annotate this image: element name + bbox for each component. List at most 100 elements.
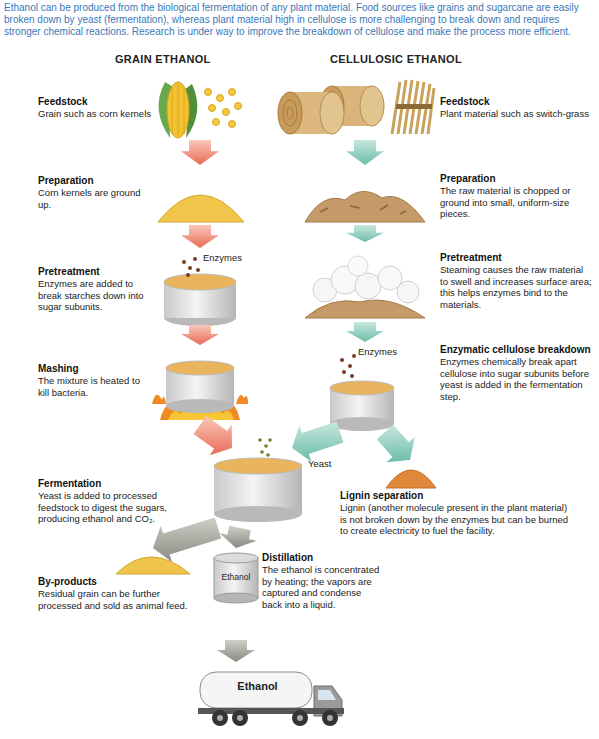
fermentation-tank — [214, 438, 302, 522]
bale-illustration — [278, 92, 302, 134]
corn-illustration — [213, 119, 220, 126]
flow-arrow — [346, 322, 384, 342]
flow-arrow — [194, 416, 232, 455]
flow-arrow — [346, 140, 384, 165]
step-heading: Mashing — [38, 363, 153, 375]
corn-illustration — [229, 89, 236, 96]
step-text: Ethanol — [205, 680, 310, 692]
flow-arrow — [377, 425, 415, 463]
step-heading: Pretreatment — [440, 252, 592, 264]
tanker-truck — [318, 690, 336, 700]
enzyme-tank — [342, 370, 346, 374]
tanker-truck — [200, 672, 312, 708]
fermentation-tank — [266, 453, 270, 457]
process-step: PretreatmentSteaming causes the raw mate… — [280, 242, 596, 322]
pretreatment-tank — [186, 273, 190, 277]
process-step: PreparationCorn kernels are ground up. — [38, 165, 260, 225]
chopped-material — [305, 191, 425, 222]
intro-caption: Ethanol can be produced from the biologi… — [4, 2, 594, 38]
ethanol-drum — [214, 593, 258, 603]
corn-illustration — [205, 89, 212, 96]
byproduct-pile — [116, 557, 190, 574]
tanker-truck — [327, 715, 333, 721]
mashing-tank — [152, 395, 248, 404]
steam-illustration — [397, 281, 419, 303]
pretreatment-tank — [188, 266, 192, 270]
process-step: Enzymatic cellulose breakdownEnzymes che… — [280, 342, 596, 432]
step-text: FeedstockGrain such as corn kernels — [38, 96, 153, 120]
process-step: MashingThe mixture is heated to kill bac… — [38, 345, 260, 425]
chopped-material — [305, 191, 425, 222]
pretreatment-tank — [164, 274, 236, 290]
step-heading: By-products — [38, 576, 188, 588]
callout-label: Enzymes — [203, 252, 242, 263]
flow-arrow — [292, 422, 344, 462]
callout-label: Yeast — [308, 458, 331, 469]
enzyme-tank — [348, 364, 352, 368]
steam-illustration — [305, 256, 425, 318]
corn-illustration — [167, 82, 189, 138]
pretreatment-tank — [196, 268, 200, 272]
flow-arrow — [346, 225, 384, 242]
step-heading: Distillation — [262, 552, 380, 564]
step-text: PretreatmentSteaming causes the raw mate… — [440, 252, 592, 310]
byproduct-pile — [116, 557, 190, 574]
corn-illustration — [159, 82, 242, 138]
step-text: Enzymatic cellulose breakdownEnzymes che… — [440, 344, 592, 402]
step-text: FermentationYeast is added to processed … — [38, 478, 188, 525]
process-step: FeedstockPlant material such as switch-g… — [280, 74, 596, 140]
process-step: FeedstockGrain such as corn kernels — [38, 74, 260, 140]
step-heading: Lignin separation — [340, 490, 570, 502]
flow-arrow — [181, 325, 219, 345]
step-text: DistillationThe ethanol is concentrated … — [262, 552, 380, 610]
bale-illustration — [396, 104, 432, 109]
ethanol-drum — [214, 553, 258, 563]
pretreatment-tank — [182, 260, 186, 264]
enzyme-tank — [352, 354, 356, 358]
ethanol-drum — [214, 553, 258, 603]
mashing-tank — [166, 361, 234, 375]
bale-illustration — [287, 107, 293, 119]
step-heading: Feedstock — [440, 96, 592, 108]
enzyme-tank — [350, 374, 354, 378]
enzyme-tank — [330, 381, 394, 395]
step-text: FeedstockPlant material such as switch-g… — [440, 96, 592, 120]
bale-illustration — [360, 86, 384, 126]
pretreatment-tank — [164, 257, 236, 326]
tanker-truck — [292, 710, 308, 726]
enzyme-tank — [340, 358, 344, 362]
step-body: Corn kernels are ground up. — [38, 187, 153, 210]
step-body: Plant material such as switch-grass — [440, 108, 592, 120]
tanker-truck — [212, 710, 228, 726]
fermentation-tank — [264, 444, 268, 448]
tanker-truck — [217, 715, 223, 721]
step-body: Steaming causes the raw material to swel… — [440, 264, 592, 310]
step-text: By-productsResidual grain can be further… — [38, 576, 188, 611]
step-body: Residual grain can be further processed … — [38, 588, 188, 611]
flow-arrow — [153, 518, 221, 563]
step-heading: Fermentation — [38, 478, 188, 490]
process-step: DistillationThe ethanol is concentrated … — [212, 548, 380, 640]
corn-illustration — [229, 121, 236, 128]
pretreatment-tank — [193, 257, 197, 261]
corn-illustration — [172, 86, 173, 134]
process-step: By-productsResidual grain can be further… — [38, 548, 203, 628]
corn-illustration — [184, 86, 185, 134]
step-body: Grain such as corn kernels — [38, 108, 153, 120]
flow-arrow — [217, 640, 255, 662]
fermentation-tank — [258, 438, 262, 442]
step-heading: Feedstock — [38, 96, 153, 108]
lignin-pile — [386, 470, 436, 488]
column-header: CELLULOSIC ETHANOL — [330, 54, 462, 65]
fermentation-tank — [268, 438, 272, 442]
fermentation-tank — [260, 450, 264, 454]
fermentation-tank — [214, 506, 302, 522]
step-body: Yeast is added to processed feedstock to… — [38, 490, 188, 525]
corn-illustration — [209, 105, 216, 112]
flow-arrow — [181, 225, 219, 248]
steam-illustration — [348, 256, 368, 276]
enzyme-tank — [330, 417, 394, 431]
column-header: GRAIN ETHANOL — [115, 54, 211, 65]
ethanol-drum — [214, 558, 258, 598]
step-heading: Pretreatment — [38, 266, 153, 278]
